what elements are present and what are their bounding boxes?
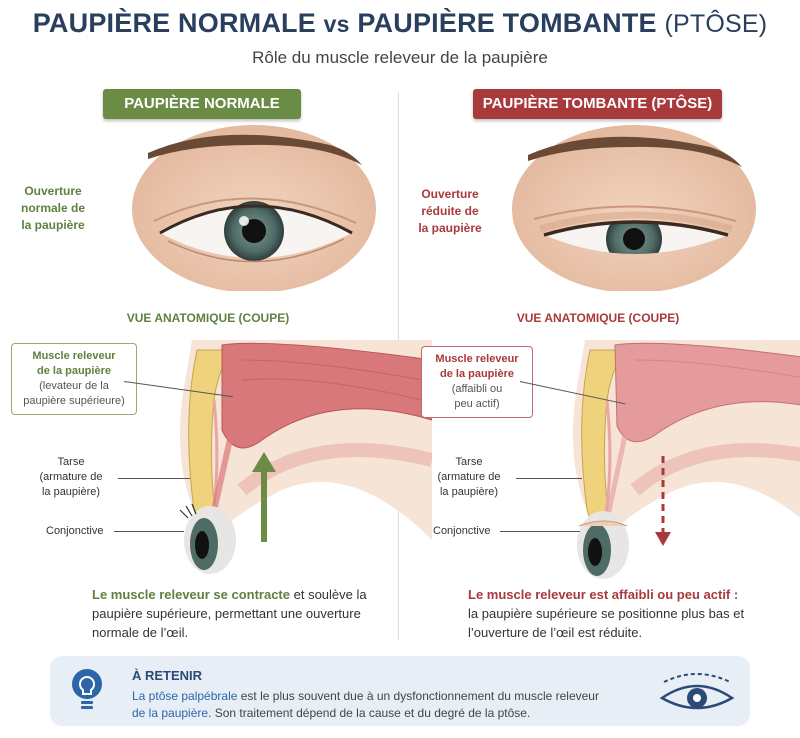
arrow-up-icon xyxy=(252,452,276,542)
normal-opening-label: Ouverture normale de la paupière xyxy=(20,184,86,232)
tarse-label-left: Tarse (armature de la paupière) xyxy=(39,456,103,498)
conjonctive-leader-line-left xyxy=(114,531,184,532)
lightbulb-icon xyxy=(72,669,102,709)
ptosis-description: Le muscle releveur est affaibli ou peu a… xyxy=(468,587,745,640)
normal-description: Le muscle releveur se contracte et soulè… xyxy=(92,587,367,640)
takeaway-text: La ptôse palpébrale est le plus souvent … xyxy=(132,689,599,720)
key-takeaway-box xyxy=(50,656,750,726)
tarse-leader-line-right xyxy=(516,478,582,479)
arrow-down-dashed-icon xyxy=(655,456,671,546)
reduced-opening-label: Ouverture réduite de la paupière xyxy=(418,187,482,235)
tarse-label-right: Tarse (armature de la paupière) xyxy=(437,456,501,498)
conjonctive-label-right: Conjonctive xyxy=(433,525,491,537)
ptosis-eye-illustration xyxy=(512,125,756,291)
takeaway-title: À RETENIR xyxy=(132,668,203,683)
ptosis-muscle-label-box: Muscle releveur de la paupière (affaibli… xyxy=(421,346,533,418)
normal-anatomy-diagram xyxy=(179,340,432,574)
page-subtitle: Rôle du muscle releveur de la paupière xyxy=(252,48,548,67)
eye-icon xyxy=(659,673,735,710)
ptosis-anatomy-diagram xyxy=(573,340,800,579)
conjonctive-leader-line-right xyxy=(500,531,580,532)
tarse-leader-line-left xyxy=(118,478,190,479)
anatomical-view-label-right: VUE ANATOMIQUE (COUPE) xyxy=(516,311,680,325)
normal-eyelid-badge: PAUPIÈRE NORMALE xyxy=(103,89,301,119)
page-title: PAUPIÈRE NORMALE vs PAUPIÈRE TOMBANTE (P… xyxy=(32,8,768,38)
normal-muscle-label-box: Muscle releveur de la paupière (levateur… xyxy=(11,343,137,415)
ptosis-badge: PAUPIÈRE TOMBANTE (PTÔSE) xyxy=(473,89,722,119)
conjonctive-label-left: Conjonctive xyxy=(46,525,104,537)
anatomical-view-label-left: VUE ANATOMIQUE (COUPE) xyxy=(126,311,290,325)
normal-eye-illustration xyxy=(132,125,376,291)
